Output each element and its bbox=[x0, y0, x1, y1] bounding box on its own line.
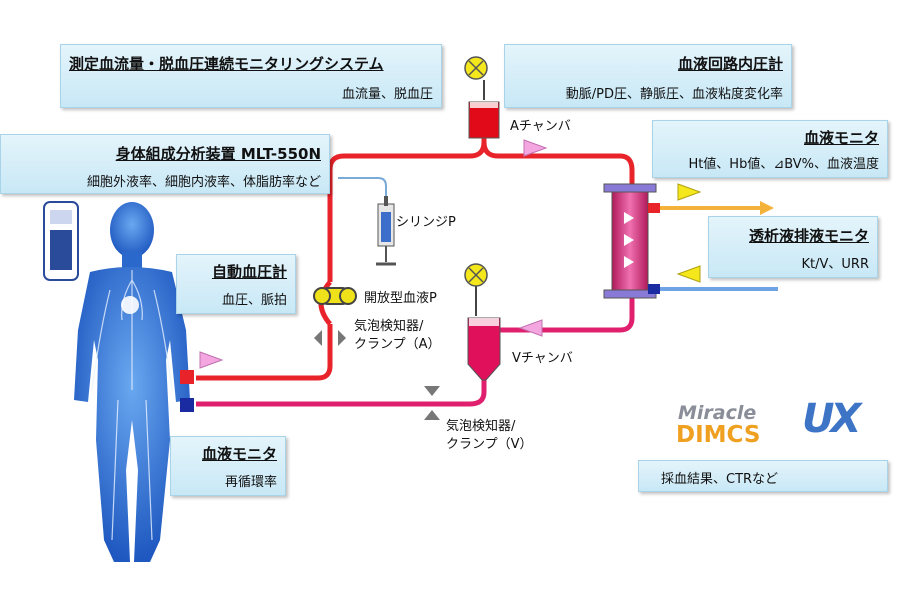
blood-monitor-bottom-box: 血液モニタ 再循環率 bbox=[170, 436, 286, 496]
dialysate-monitor-sub: Kt/V、URR bbox=[801, 257, 869, 272]
circuit-pressure-title: 血液回路内圧計 bbox=[677, 55, 783, 73]
syringe-pump-label: シリンジP bbox=[396, 215, 456, 230]
patient-figure bbox=[74, 202, 190, 562]
dimcs-box: 採血結果、CTRなど bbox=[638, 460, 888, 492]
dialyzer-icon bbox=[603, 183, 657, 299]
monitoring-system-title: 測定血流量・脱血圧連続モニタリングシステム bbox=[69, 55, 384, 73]
blood-monitor-bottom-title: 血液モニタ bbox=[201, 445, 277, 463]
flow-arrow-a-chamber bbox=[523, 139, 548, 157]
a-chamber-icon bbox=[468, 80, 500, 139]
monitoring-system-sub: 血流量、脱血圧 bbox=[341, 87, 433, 102]
body-composition-device-icon bbox=[43, 201, 79, 281]
arterial-line bbox=[196, 136, 635, 381]
v-chamber-label: Vチャンバ bbox=[512, 351, 573, 366]
flow-arrow-dialysate-in bbox=[676, 265, 701, 283]
blood-monitor-bottom-sub: 再循環率 bbox=[224, 475, 277, 490]
logo-miracle: Miracle bbox=[678, 402, 757, 424]
dialysate-out-arrow bbox=[660, 201, 774, 215]
v-pressure-gauge-icon bbox=[464, 263, 488, 287]
bubble-detector-v-label-1: 気泡検知器/ bbox=[446, 419, 516, 434]
open-blood-pump-label: 開放型血液P bbox=[364, 291, 437, 306]
a-chamber-label: Aチャンバ bbox=[510, 119, 571, 134]
blood-monitor-top-sub: Ht値、Hb値、⊿BV%、血液温度 bbox=[688, 157, 879, 172]
a-pressure-gauge-icon bbox=[464, 56, 488, 80]
v-chamber-icon bbox=[467, 286, 501, 381]
bubble-detector-a-label-2: クランプ（A） bbox=[354, 337, 441, 352]
flow-arrow-arterial bbox=[199, 351, 224, 369]
venous-connector bbox=[180, 398, 194, 412]
dialysate-out-port bbox=[648, 203, 660, 213]
bubble-detector-clamp-a-icon bbox=[314, 330, 346, 346]
arterial-connector bbox=[180, 370, 194, 384]
blood-monitor-top-title: 血液モニタ bbox=[803, 129, 879, 147]
bubble-detector-clamp-v-icon bbox=[424, 386, 440, 420]
logo-ux-mark: UX bbox=[802, 396, 861, 442]
bubble-detector-a-label-1: 気泡検知器/ bbox=[354, 319, 424, 334]
body-composition-box: 身体組成分析装置 MLT-550N 細胞外液率、細胞内液率、体脂肪率など bbox=[0, 134, 330, 194]
auto-bp-box: 自動血圧計 血圧、脈拍 bbox=[176, 254, 296, 314]
body-composition-sub: 細胞外液率、細胞内液率、体脂肪率など bbox=[86, 175, 321, 190]
circuit-pressure-box: 血液回路内圧計 動脈/PD圧、静脈圧、血液粘度変化率 bbox=[504, 44, 792, 108]
bubble-detector-v-label-2: クランプ（V） bbox=[446, 437, 533, 452]
dialysate-monitor-title: 透析液排液モニタ bbox=[748, 227, 869, 245]
open-blood-pump-icon bbox=[313, 287, 357, 305]
dimcs-sub: 採血結果、CTRなど bbox=[661, 472, 779, 487]
flow-arrow-dialysate-out bbox=[677, 183, 702, 201]
logo-dimcs: DIMCS bbox=[676, 422, 761, 448]
auto-bp-sub: 血圧、脈拍 bbox=[221, 293, 287, 308]
syringe-pump-icon bbox=[338, 177, 396, 266]
body-composition-title: 身体組成分析装置 MLT-550N bbox=[115, 145, 321, 163]
blood-monitor-top-box: 血液モニタ Ht値、Hb値、⊿BV%、血液温度 bbox=[652, 120, 888, 178]
circuit-pressure-sub: 動脈/PD圧、静脈圧、血液粘度変化率 bbox=[565, 87, 783, 102]
flow-arrow-venous bbox=[518, 319, 543, 337]
dialysate-monitor-box: 透析液排液モニタ Kt/V、URR bbox=[708, 216, 878, 278]
dialysate-in-port bbox=[648, 284, 660, 294]
auto-bp-title: 自動血圧計 bbox=[211, 263, 287, 281]
monitoring-system-box: 測定血流量・脱血圧連続モニタリングシステム 血流量、脱血圧 bbox=[60, 44, 442, 108]
